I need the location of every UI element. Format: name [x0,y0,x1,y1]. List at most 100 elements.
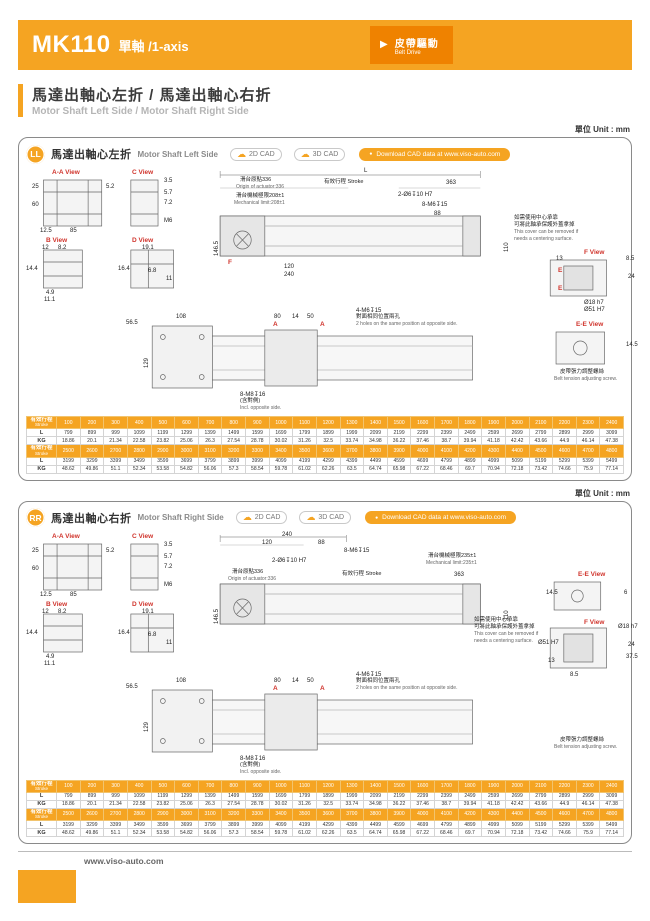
drawing-label: 2-Ø6↧10 H7 [272,557,307,564]
stroke-col-header: 2200 [552,415,577,430]
drawing-label: 13 [556,256,563,262]
drive-label-zh: 皮帶驅動 [394,38,439,50]
spec-value: 21.34 [103,436,128,446]
spec-value: 899 [79,791,105,801]
stroke-col-header: 2800 [126,807,152,822]
spec-value: 3299 [79,820,105,829]
spec-value: 1599 [245,428,270,438]
stroke-col-header: 2900 [150,807,176,822]
spec-value: 54.82 [174,464,199,474]
drawing-label: 24 [628,274,635,280]
stroke-col-header: 4700 [575,444,601,458]
spec-value: 46.14 [575,799,601,809]
spec-value: 4899 [457,820,483,829]
download-cad-link[interactable]: ● Download CAD data at www.viso-auto.com [359,147,511,161]
drawing-label: Ø18 h7 [618,623,638,630]
drawing-label: 如需使用中心承靠 [474,616,519,623]
stroke-col-header: 300 [103,779,128,793]
spec-value: 70.94 [481,828,506,837]
drawing-label: Incl. opposite side. [240,405,282,411]
stroke-col-header: 3600 [315,807,341,822]
drawing-label: 50 [307,314,314,320]
footer-url[interactable]: www.viso-auto.com [84,856,164,866]
model-title: MK110 [32,31,111,58]
drawing-label: B View [46,237,68,244]
cad-3d-button[interactable]: ☁ 3D CAD [299,511,352,524]
stroke-col-header: 2200 [552,779,577,793]
spec-value: 51.1 [103,464,128,474]
drawing-label: 4.9 [46,653,55,660]
drawing-label: 4-M6↧15 [356,308,382,314]
spec-value: 63.5 [339,828,365,837]
stroke-col-header: 500 [150,779,176,793]
stroke-col-header: 3800 [363,444,388,458]
cad-2d-label: 2D CAD [248,150,275,158]
spec-value: 53.58 [150,828,176,837]
drawing-label: E [558,267,563,274]
drawing-label: 皮帶張力調整螺絲 [560,736,605,743]
spec-value: 4399 [339,820,365,829]
spec-value: 69.7 [457,828,483,837]
drawing-label: Ø18 h7 [584,300,604,306]
stroke-col-header: 400 [126,415,152,430]
drawing-label: 240 [284,272,295,278]
stroke-col-header: 1400 [363,415,388,430]
stroke-col-header: 300 [103,415,128,430]
drawing-label: A [273,321,278,328]
stroke-col-header: 4800 [599,444,624,458]
spec-value: 47.38 [599,799,624,809]
spec-value: 2699 [504,791,530,801]
row-label: KG [26,436,57,446]
stroke-col-header: 700 [197,415,223,430]
stroke-col-header: 1700 [434,415,459,430]
stroke-col-header: 3100 [197,444,223,458]
spec-value: 62.26 [315,464,341,474]
drawing-label: 12 [42,608,49,615]
drawing-label: Ø51 H7 [538,639,559,646]
row-label: KG [26,799,57,809]
stroke-col-header: 400 [126,779,152,793]
drawing-label: M6 [164,218,173,224]
spec-value: 1799 [292,428,317,438]
drawing-label: Belt tension adjusting screw. [554,743,618,750]
spec-value: 53.58 [150,464,176,474]
stroke-col-header: 2700 [103,444,128,458]
spec-value: 75.9 [575,464,601,474]
spec-value: 2399 [434,428,459,438]
stroke-col-header: 500 [150,415,176,430]
drawing-label: 25 [32,184,39,190]
spec-value: 68.46 [434,464,459,474]
row-label: L [26,820,57,829]
stroke-col-header: 1000 [268,779,294,793]
drawing-label: 80 [274,314,281,320]
spec-value: 1199 [150,428,176,438]
spec-value: 4799 [434,456,459,466]
drawing-label: 110 [504,242,510,252]
stroke-col-header: 900 [245,415,270,430]
spec-value: 23.82 [150,799,176,809]
drawing-label: 14.5 [626,342,638,348]
cloud-icon: ☁ [306,512,316,522]
download-cad-link[interactable]: ● Download CAD data at www.viso-auto.com [365,511,517,524]
cad-2d-button[interactable]: ☁ 2D CAD [229,147,282,161]
stroke-col-header: 2500 [56,444,81,458]
drawing-label: 滑台原點336 [232,568,264,575]
cad-3d-button[interactable]: ☁ 3D CAD [293,147,346,161]
drawing-label: 19.1 [142,245,154,251]
cad-2d-button[interactable]: ☁ 2D CAD [235,511,288,524]
drawing-label: E-E View [578,570,606,578]
spec-value: 1399 [197,428,223,438]
spec-value: 3999 [245,456,270,466]
spec-value: 1899 [315,791,341,801]
spec-value: 4799 [434,820,459,829]
spec-value: 3099 [599,428,624,438]
cloud-icon: ☁ [300,148,310,159]
stroke-col-header: 3500 [292,444,317,458]
drawing-label: 滑台原點336 [240,177,272,183]
stroke-col-header: 2600 [79,807,105,822]
spec-value: 30.02 [268,436,294,446]
spec-value: 3199 [56,456,81,466]
spec-value: 26.3 [197,436,223,446]
